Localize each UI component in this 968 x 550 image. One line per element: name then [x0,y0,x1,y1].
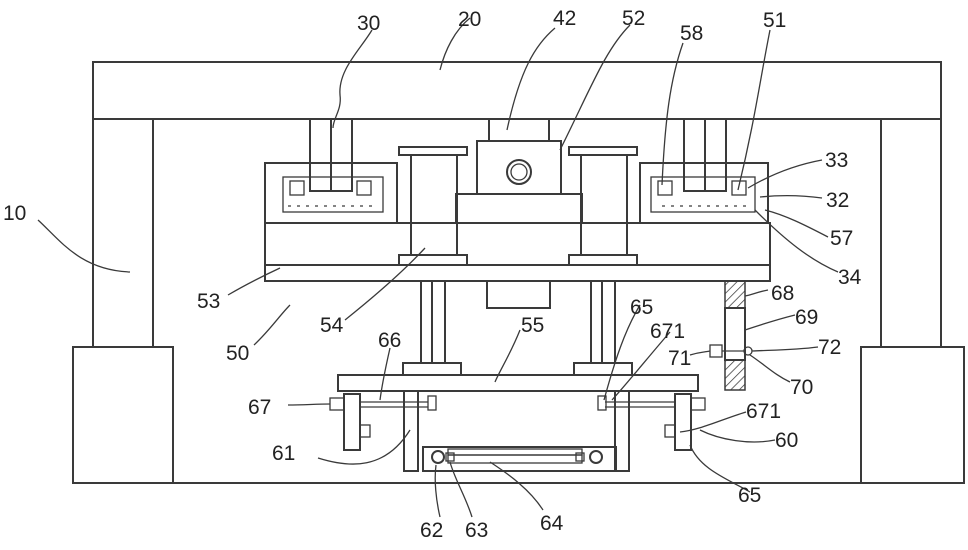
label-65-top: 65 [630,296,653,319]
knob-71 [710,345,722,357]
label-58: 58 [680,22,703,45]
lower-hatch-70 [725,360,745,390]
left-clamp [330,391,436,471]
label-52: 52 [622,7,645,30]
label-50: 50 [226,342,249,365]
plate-lower-53 [265,265,770,281]
label-51: 51 [763,9,786,32]
frame-body [73,62,964,483]
label-72: 72 [818,336,841,359]
platform-55 [338,375,698,391]
label-70: 70 [790,376,813,399]
label-61: 61 [272,442,295,465]
leader-lines [38,18,838,517]
label-32: 32 [826,189,849,212]
label-42: 42 [553,7,576,30]
clamp-arm-61 [404,391,418,471]
collar-63 [446,453,454,461]
label-671-top: 671 [650,320,685,343]
lower-platform [338,375,698,447]
left-column [93,119,153,347]
right-foot-block [861,347,964,483]
label-60: 60 [775,429,798,452]
label-10: 10 [3,202,26,225]
side-post [710,281,752,390]
bar-64 [448,449,582,455]
plate-upper [265,223,770,265]
label-671-bottom: 671 [746,400,781,423]
upper-hatch-68 [725,281,745,308]
label-30: 30 [357,12,380,35]
left-cylinder-54 [399,147,467,375]
post-69 [725,308,745,360]
label-54: 54 [320,314,344,337]
label-69: 69 [795,306,818,329]
motor-42 [456,119,582,223]
label-62: 62 [420,519,443,542]
label-55: 55 [521,314,544,337]
label-57: 57 [830,227,853,250]
label-34: 34 [838,266,862,289]
roller-62 [432,451,444,463]
lifting-plate [265,223,770,281]
screw-67 [330,398,344,410]
left-foot-block [73,347,173,483]
center-block [487,281,550,308]
label-20: 20 [458,8,481,31]
label-71: 71 [668,347,691,370]
right-cylinder-54 [569,147,637,375]
label-66: 66 [378,329,401,352]
label-53: 53 [197,290,220,313]
label-65-bottom: 65 [738,484,761,507]
label-64: 64 [540,512,564,535]
label-67: 67 [248,396,271,419]
label-33: 33 [825,149,848,172]
label-68: 68 [771,282,794,305]
motor-base-52 [456,194,582,223]
label-63: 63 [465,519,488,542]
right-column [881,119,941,347]
reference-numerals: 30 20 42 52 58 51 33 32 57 34 10 53 54 5… [3,7,862,542]
